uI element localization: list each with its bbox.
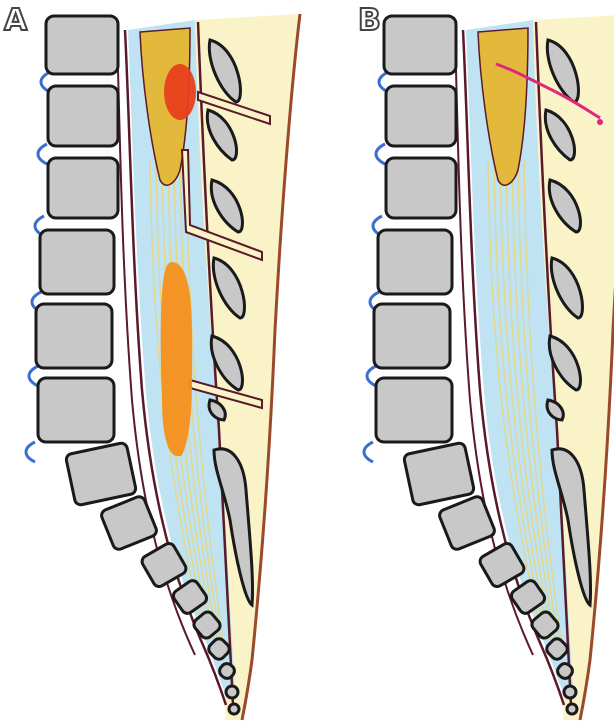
sacral-segment [65,442,136,506]
intervertebral-disc [26,442,35,462]
vertebra-icon [48,86,118,146]
vertebra-icon [376,378,452,442]
sacral-segment [403,442,474,506]
vertebra-icon [38,378,114,442]
hematoma-icon [164,64,196,120]
panel-b [364,14,614,720]
vertebra-icon [384,16,456,74]
sacral-segment [100,495,158,551]
intervertebral-disc [29,366,38,386]
intervertebral-disc [376,144,385,164]
vertebra-icon [40,230,114,294]
vertebra-icon [48,158,118,218]
sacral-segment [438,495,496,551]
panel-a [26,14,300,720]
puncture-dot [597,119,603,125]
panel-label-b: B [358,6,381,36]
intervertebral-disc [367,366,376,386]
vertebra-icon [36,304,112,368]
panel-label-a: A [4,6,27,36]
vertebra-icon [386,158,456,218]
vertebra-icon [46,16,118,74]
hematoma-icon [161,262,192,456]
vertebra-icon [378,230,452,294]
intervertebral-disc [364,442,373,462]
vertebra-icon [386,86,456,146]
vertebra-icon [374,304,450,368]
intervertebral-disc [38,144,47,164]
